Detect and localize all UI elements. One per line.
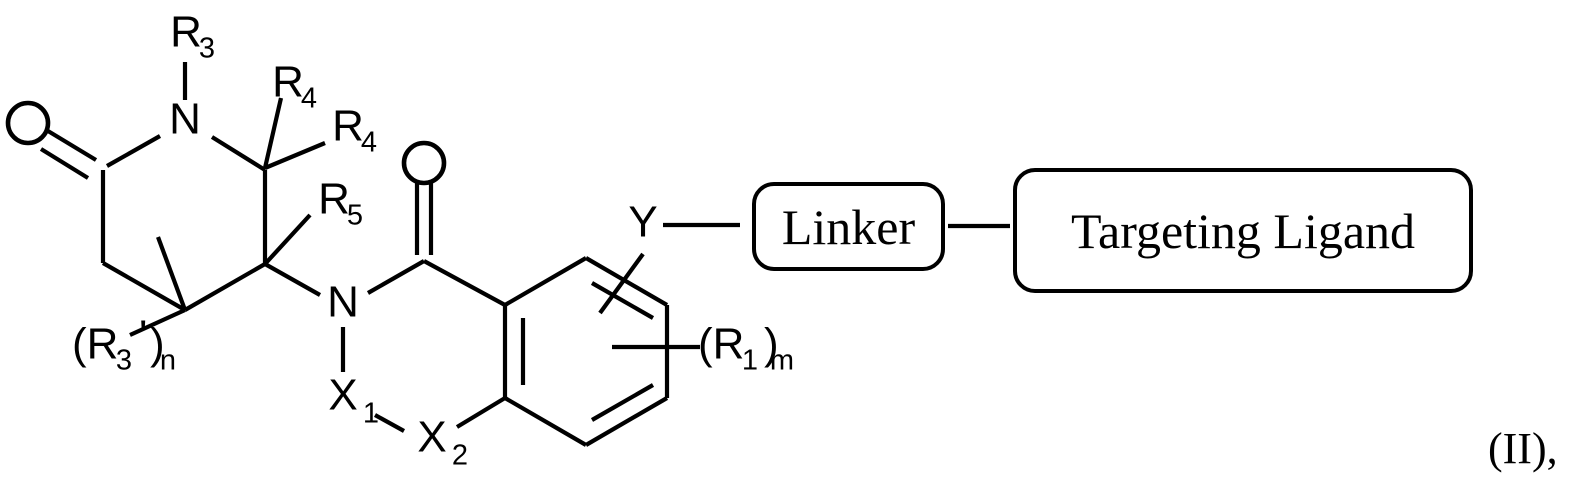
bond-c5-r5	[263, 213, 312, 266]
lactam-ring-bonds	[100, 134, 268, 312]
bond-b4-b5	[584, 396, 669, 447]
substituent-r4-lower-base: R	[332, 102, 364, 151]
formula-number-label: (II),	[1488, 424, 1558, 473]
linker-box: Linker	[752, 182, 945, 271]
bond-c6-r4-lower	[264, 141, 326, 170]
bond-namide-ccarbonyl	[366, 259, 426, 295]
atom-label-x2-base: X	[417, 413, 446, 462]
substituent-r4-upper-subscript: 4	[301, 83, 317, 115]
bond-y-floating	[598, 252, 645, 315]
substituent-label-r5: R 5	[318, 175, 363, 232]
substituent-r3prime-subscript: 3	[116, 345, 132, 377]
bond-b1-b2	[503, 256, 588, 307]
substituent-r3prime-close: )	[150, 320, 165, 369]
atom-label-x2-subscript: 2	[452, 440, 468, 472]
substituent-label-r3-prime: (R 3 ' ) n	[72, 312, 176, 377]
lactam-carbonyl-double-bond	[39, 129, 98, 180]
substituent-r5-subscript: 5	[347, 200, 363, 232]
bond-c3-c4	[101, 261, 187, 312]
atom-label-x1-base: X	[328, 371, 357, 420]
substituent-r3prime-prime: '	[139, 312, 147, 361]
amide-carbonyl-double-bond	[414, 183, 434, 255]
atom-label-x1-subscript: 1	[363, 398, 379, 430]
substituent-r4-lower-subscript: 4	[361, 127, 377, 159]
oxygen-atom-circle-lactam	[5, 100, 51, 146]
bond-c4-c5	[183, 262, 267, 312]
bond-x1-x2	[373, 413, 406, 433]
substituent-r5-base: R	[318, 175, 350, 224]
atom-label-x1: X 1	[328, 371, 379, 430]
atom-label-y: Y	[628, 198, 657, 247]
substituent-r1-open: (R	[698, 320, 744, 369]
atom-label-nitrogen-amide: N	[327, 278, 359, 327]
substituent-label-r1: (R 1 ) m	[698, 320, 794, 377]
substituent-r3prime-open: (R	[72, 320, 118, 369]
carbonyl-line-b	[39, 147, 90, 180]
bond-x2-c4a	[455, 396, 507, 429]
inner-bond-lower-right	[590, 383, 655, 422]
carbonyl-line-a	[46, 129, 98, 162]
bond-c5-namide	[263, 262, 322, 297]
substituent-r3-subscript: 3	[199, 33, 215, 65]
atom-label-nitrogen-lactam: N	[169, 95, 201, 144]
targeting-ligand-box: Targeting Ligand	[1013, 168, 1473, 293]
benzene-ring-bonds	[502, 256, 670, 447]
substituent-r4-upper-base: R	[272, 58, 304, 107]
benzene-inner-double-bonds	[520, 281, 655, 422]
linker-box-label: Linker	[781, 198, 916, 255]
inner-bond-upper-right	[590, 281, 655, 320]
oxygen-atom-circle-amide	[401, 140, 447, 186]
substituent-r3-base: R	[170, 8, 202, 57]
targeting-ligand-box-label: Targeting Ligand	[1070, 202, 1416, 259]
bond-c4-r3prime	[129, 308, 186, 337]
substituent-r1-subscript: 1	[742, 345, 758, 377]
substituent-label-r4-upper: R 4	[272, 58, 317, 115]
bond-n1-c2	[105, 134, 162, 168]
substituent-label-r3: R 3	[170, 8, 215, 65]
bond-c6-n1	[210, 135, 267, 172]
substituent-r1-close: )	[764, 320, 779, 369]
substituent-r1-count: m	[770, 345, 794, 377]
substituent-label-r4-lower: R 4	[332, 102, 377, 159]
substituent-r3prime-count: n	[160, 345, 176, 377]
atom-label-x2: X 2	[417, 413, 468, 472]
bond-ccarbonyl-c8a	[422, 259, 507, 307]
bond-b5-b6	[503, 396, 588, 447]
heterocycle-bonds	[340, 259, 507, 433]
bond-c4-r3prime-upper	[156, 236, 187, 311]
bond-b2-b3	[584, 256, 669, 307]
bond-c6-r4-upper	[262, 97, 284, 169]
